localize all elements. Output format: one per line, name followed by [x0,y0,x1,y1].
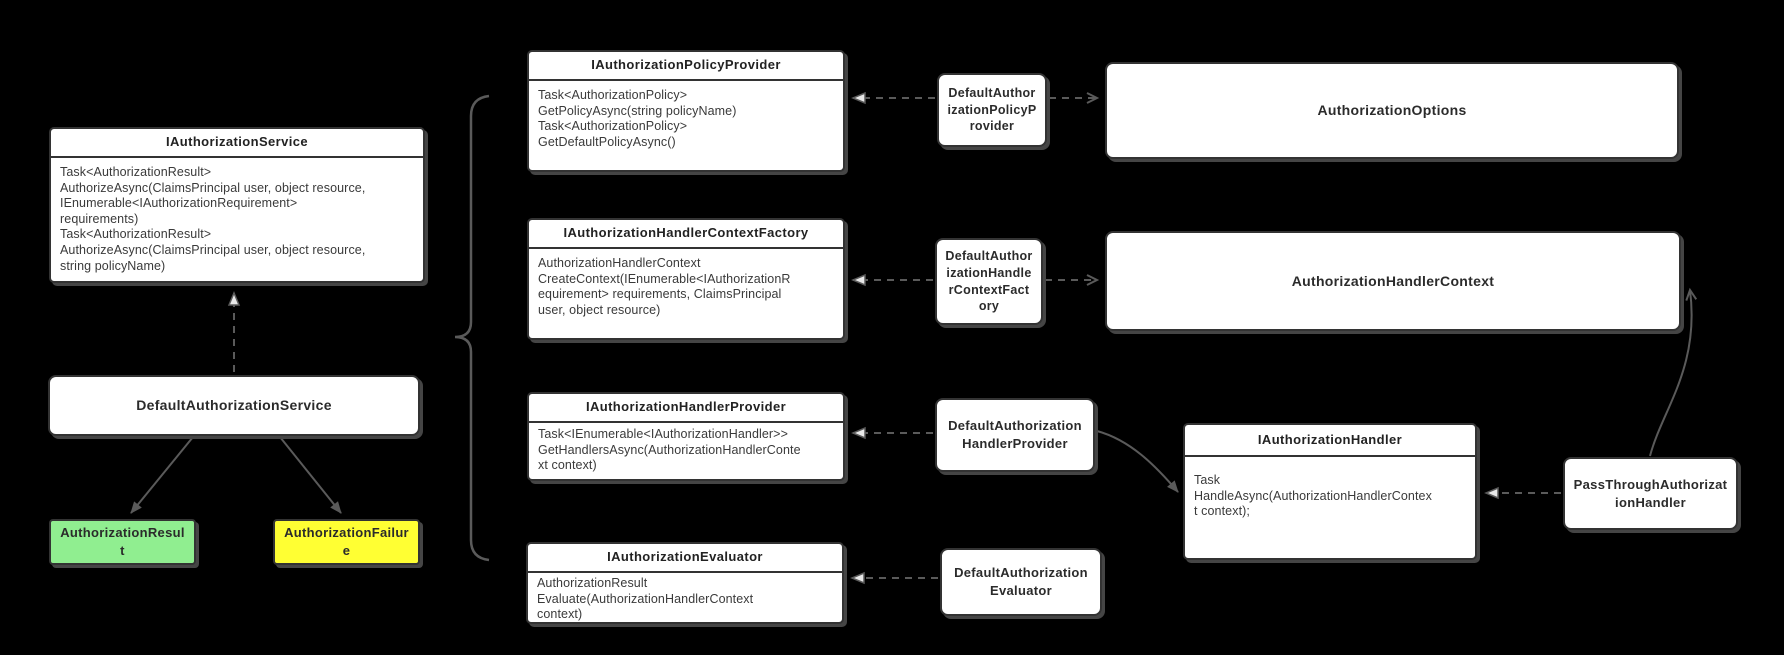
dependency-arrow-failure [279,436,342,514]
iauthorization-handler-provider-title: IAuthorizationHandlerProvider [529,394,843,423]
iauthorization-handler-box: IAuthorizationHandler Task HandleAsync(A… [1183,423,1477,560]
iauthorization-handler-members: Task HandleAsync(AuthorizationHandlerCon… [1194,473,1432,519]
iauthorization-handler-title: IAuthorizationHandler [1185,425,1475,457]
iauthorization-service-title: IAuthorizationService [51,129,423,158]
iauthorization-service-members: Task<AuthorizationResult> AuthorizeAsync… [60,165,366,273]
iauthorization-handler-context-factory-title: IAuthorizationHandlerContextFactory [529,220,843,249]
iauthorization-policy-provider-title: IAuthorizationPolicyProvider [529,52,843,81]
pass-through-authorization-handler-box: PassThroughAuthorizationHandler [1563,457,1738,530]
default-authorization-service-label: DefaultAuthorizationService [136,397,332,414]
iauthorization-service-box: IAuthorizationService Task<Authorization… [49,127,425,283]
dependency-arrow-handler [1096,430,1179,493]
iauthorization-policy-provider-members: Task<AuthorizationPolicy> GetPolicyAsync… [538,88,737,149]
default-authorization-handler-provider-label: DefaultAuthorizationHandlerProvider [948,418,1082,451]
pass-through-authorization-handler-label: PassThroughAuthorizationHandler [1573,476,1728,510]
default-authorization-handler-provider-box: DefaultAuthorizationHandlerProvider [935,398,1095,472]
authorization-failure-label: AuthorizationFailure [284,525,409,558]
authorization-result-label: AuthorizationResult [60,525,185,558]
default-authorization-handler-context-factory-label: DefaultAuthorizationHandlerContextFactor… [945,248,1033,314]
authorization-handler-context-box: AuthorizationHandlerContext [1105,231,1681,331]
dependency-arrow-result [130,436,194,514]
iauthorization-evaluator-title: IAuthorizationEvaluator [528,544,842,573]
authorization-options-label: AuthorizationOptions [1317,102,1467,119]
iauthorization-policy-provider-box: IAuthorizationPolicyProvider Task<Author… [527,50,845,172]
iauthorization-evaluator-members: AuthorizationResult Evaluate(Authorizati… [537,576,754,622]
authorization-options-box: AuthorizationOptions [1105,62,1679,159]
default-authorization-evaluator-label: DefaultAuthorizationEvaluator [954,565,1088,598]
iauthorization-evaluator-box: IAuthorizationEvaluator AuthorizationRes… [526,542,844,624]
grouping-brace [454,94,490,562]
authorization-handler-context-label: AuthorizationHandlerContext [1291,272,1495,289]
iauthorization-handler-context-factory-members: AuthorizationHandlerContext CreateContex… [538,256,791,317]
authorization-result-box: AuthorizationResult [49,519,196,565]
iauthorization-handler-context-factory-box: IAuthorizationHandlerContextFactory Auth… [527,218,845,340]
default-authorization-handler-context-factory-box: DefaultAuthorizationHandlerContextFactor… [935,238,1043,325]
iauthorization-handler-provider-box: IAuthorizationHandlerProvider Task<IEnum… [527,392,845,481]
default-authorization-service-box: DefaultAuthorizationService [48,375,420,436]
default-authorization-policy-provider-box: DefaultAuthorizationPolicyProvider [937,73,1047,147]
iauthorization-handler-provider-members: Task<IEnumerable<IAuthorizationHandler>>… [538,427,801,473]
default-authorization-policy-provider-label: DefaultAuthorizationPolicyProvider [947,85,1037,134]
authorization-failure-box: AuthorizationFailure [273,519,420,565]
default-authorization-evaluator-box: DefaultAuthorizationEvaluator [940,548,1102,616]
